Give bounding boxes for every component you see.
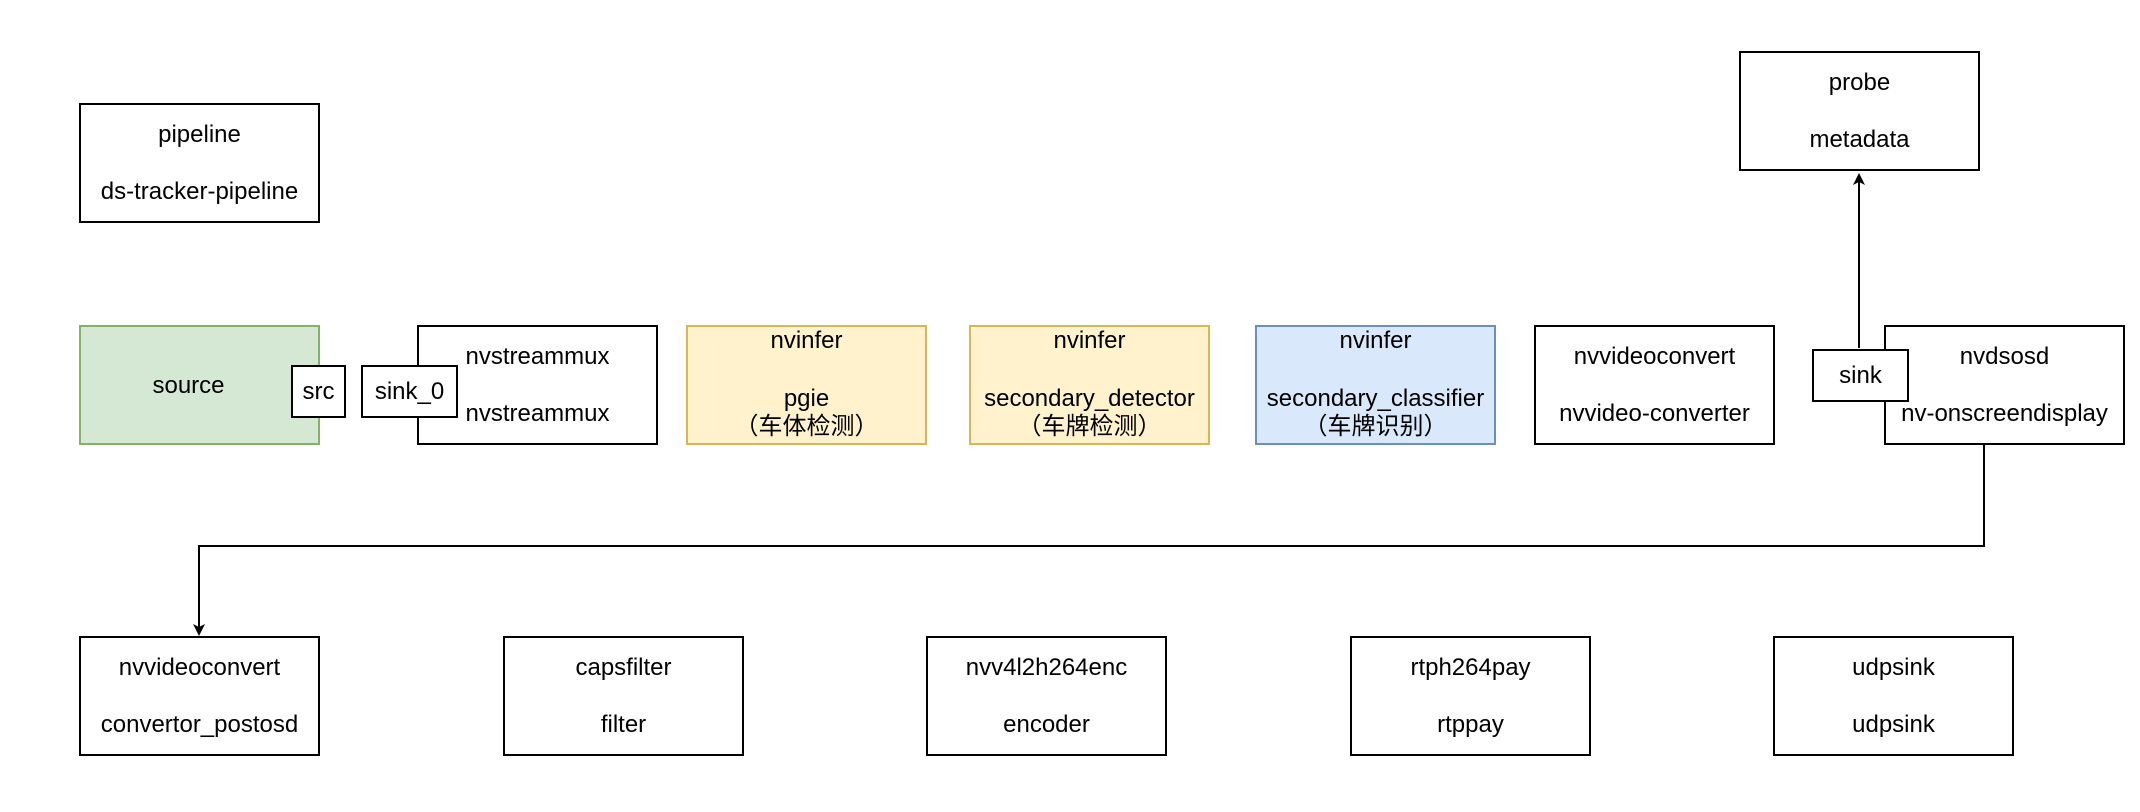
encoder-name: encoder: [1003, 711, 1090, 738]
rtppay-name: rtppay: [1437, 711, 1504, 738]
secondary-classifier-node: nvinfer secondary_classifier （车牌识别）: [1255, 325, 1496, 445]
source-src-pad: src: [291, 365, 346, 418]
pgie-node: nvinfer pgie （车体检测）: [686, 325, 927, 445]
convertor-postosd-node: nvvideoconvert convertor_postosd: [79, 636, 320, 756]
secondary-classifier-name: secondary_classifier: [1266, 385, 1485, 412]
rtppay-node: rtph264pay rtppay: [1350, 636, 1591, 756]
pipeline-node: pipeline ds-tracker-pipeline: [79, 103, 320, 223]
capsfilter-node: capsfilter filter: [503, 636, 744, 756]
osd-sink-pad: sink: [1812, 349, 1909, 402]
secondary-detector-node: nvinfer secondary_detector （车牌检测）: [969, 325, 1210, 445]
udpsink-kind: udpsink: [1852, 654, 1935, 681]
pipeline-kind: pipeline: [158, 121, 241, 148]
probe-name: metadata: [1809, 126, 1910, 153]
source-node: source: [79, 325, 320, 445]
secondary-detector-note: （车牌检测）: [1017, 413, 1162, 440]
udpsink-name: udpsink: [1852, 711, 1935, 738]
pipeline-name: ds-tracker-pipeline: [100, 178, 299, 205]
capsfilter-name: filter: [600, 711, 647, 738]
udpsink-node: udpsink udpsink: [1773, 636, 2014, 756]
osd-node: nvdsosd nv-onscreendisplay: [1884, 325, 2125, 445]
rtppay-kind: rtph264pay: [1410, 654, 1531, 681]
capsfilter-kind: capsfilter: [575, 654, 672, 681]
convertor-postosd-name: convertor_postosd: [100, 711, 299, 738]
encoder-kind: nvv4l2h264enc: [965, 654, 1128, 681]
streammux-sink-pad: sink_0: [361, 365, 458, 418]
osd-to-convertor-arrow: [193, 445, 1985, 636]
probe-kind: probe: [1828, 69, 1891, 96]
convertor-postosd-kind: nvvideoconvert: [118, 654, 281, 681]
secondary-classifier-note: （车牌识别）: [1303, 413, 1448, 440]
streammux-kind: nvstreammux: [465, 343, 610, 370]
streammux-name: nvstreammux: [465, 400, 610, 427]
probe-node: probe metadata: [1739, 51, 1980, 171]
pgie-name: pgie: [783, 385, 830, 412]
converter-kind: nvvideoconvert: [1573, 343, 1736, 370]
converter-name: nvvideo-converter: [1559, 400, 1750, 427]
secondary-classifier-kind: nvinfer: [1339, 327, 1412, 354]
pgie-note: （车体检测）: [734, 413, 879, 440]
secondary-detector-name: secondary_detector: [984, 385, 1195, 412]
osd-name: nv-onscreendisplay: [1901, 400, 2108, 427]
secondary-detector-kind: nvinfer: [1053, 327, 1126, 354]
pgie-kind: nvinfer: [770, 327, 843, 354]
converter-node: nvvideoconvert nvvideo-converter: [1534, 325, 1775, 445]
osd-kind: nvdsosd: [1959, 343, 2050, 370]
encoder-node: nvv4l2h264enc encoder: [926, 636, 1167, 756]
source-label: source: [152, 372, 225, 399]
